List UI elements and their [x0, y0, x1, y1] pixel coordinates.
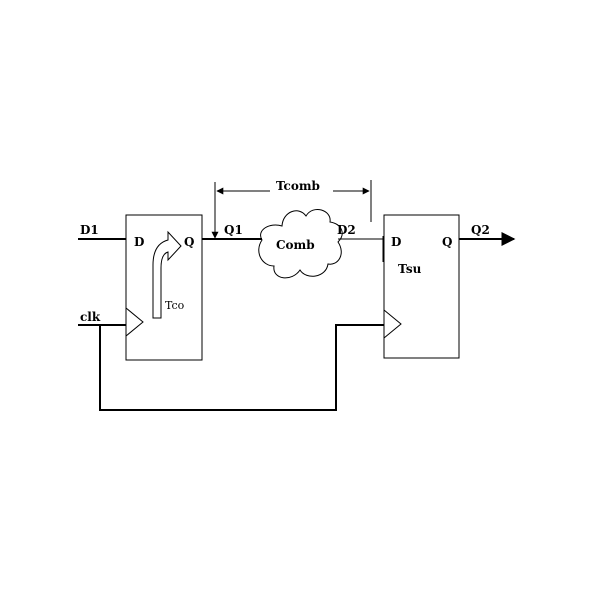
ff2-d-pin: D — [391, 235, 401, 249]
clock-feedback-path — [99, 324, 386, 411]
tco-label: Tco — [165, 299, 185, 312]
flip-flop-1 — [125, 214, 203, 361]
ff1-clock-triangle — [125, 307, 144, 337]
comb-label: Comb — [276, 238, 315, 252]
tsu-label: Tsu — [398, 262, 422, 276]
d2-label: D2 — [337, 223, 356, 237]
tco-curved-arrow-icon — [152, 230, 182, 319]
clk-label: clk — [80, 310, 101, 324]
flip-flop-2 — [383, 214, 460, 359]
tcomb-label: Tcomb — [276, 179, 320, 193]
q1-label: Q1 — [224, 223, 243, 237]
d1-label: D1 — [80, 223, 99, 237]
comb-cloud — [258, 208, 343, 279]
ff1-d-pin: D — [134, 235, 144, 249]
ff2-clock-triangle — [383, 309, 402, 339]
ff2-q-pin: Q — [442, 235, 452, 249]
q2-label: Q2 — [471, 223, 490, 237]
ff1-q-pin: Q — [184, 235, 194, 249]
